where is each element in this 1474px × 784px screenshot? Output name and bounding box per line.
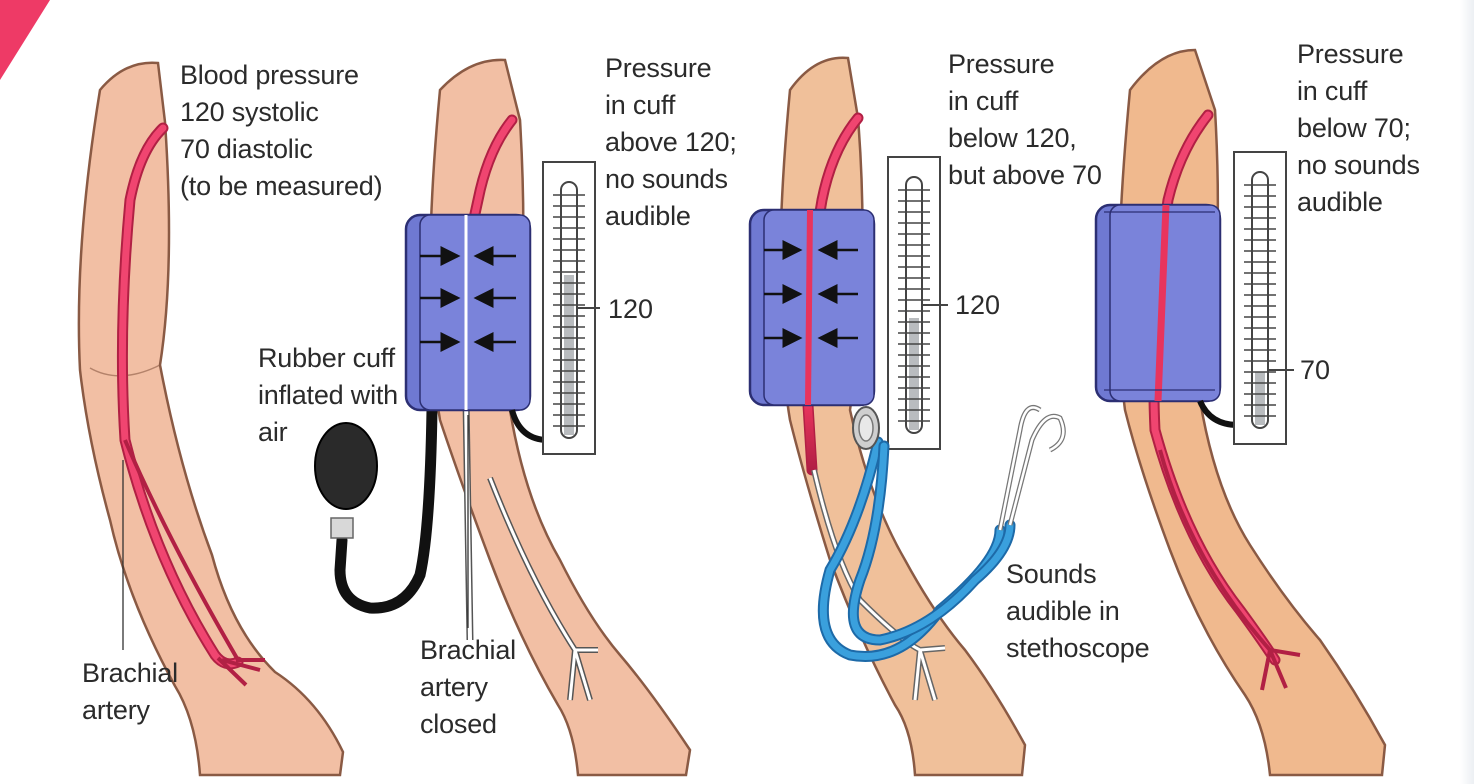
panel-2-caption: Pressure in cuff above 120; no sounds au… bbox=[605, 50, 737, 235]
panel-2-gauge-icon bbox=[543, 162, 600, 454]
panel-3-gauge-icon bbox=[888, 157, 948, 449]
panel-2-artery-label: Brachial artery closed bbox=[420, 632, 516, 743]
panel-4-gauge-hose bbox=[1200, 401, 1238, 425]
panel-3-caption: Pressure in cuff below 120, but above 70 bbox=[948, 46, 1102, 194]
panel-4-gauge-reading: 70 bbox=[1300, 355, 1330, 385]
panel-3-gauge-reading: 120 bbox=[955, 290, 1000, 320]
panel-2-gauge-reading: 120 bbox=[608, 294, 653, 324]
panel-1-artery-label: Brachial artery bbox=[82, 655, 178, 729]
panel-2-cuff-label: Rubber cuff inflated with air bbox=[258, 340, 398, 451]
page-edge-shadow bbox=[1460, 0, 1474, 784]
panel-3-sounds-label: Sounds audible in stethoscope bbox=[1006, 556, 1149, 667]
panel-3-cuff bbox=[750, 210, 874, 405]
panel-4-gauge-icon bbox=[1234, 152, 1294, 444]
panel-1-caption: Blood pressure 120 systolic 70 diastolic… bbox=[180, 57, 382, 205]
panel-4-cuff bbox=[1096, 205, 1220, 401]
panel-2-cuff bbox=[406, 215, 530, 410]
panel-4-caption: Pressure in cuff below 70; no sounds aud… bbox=[1297, 36, 1420, 221]
